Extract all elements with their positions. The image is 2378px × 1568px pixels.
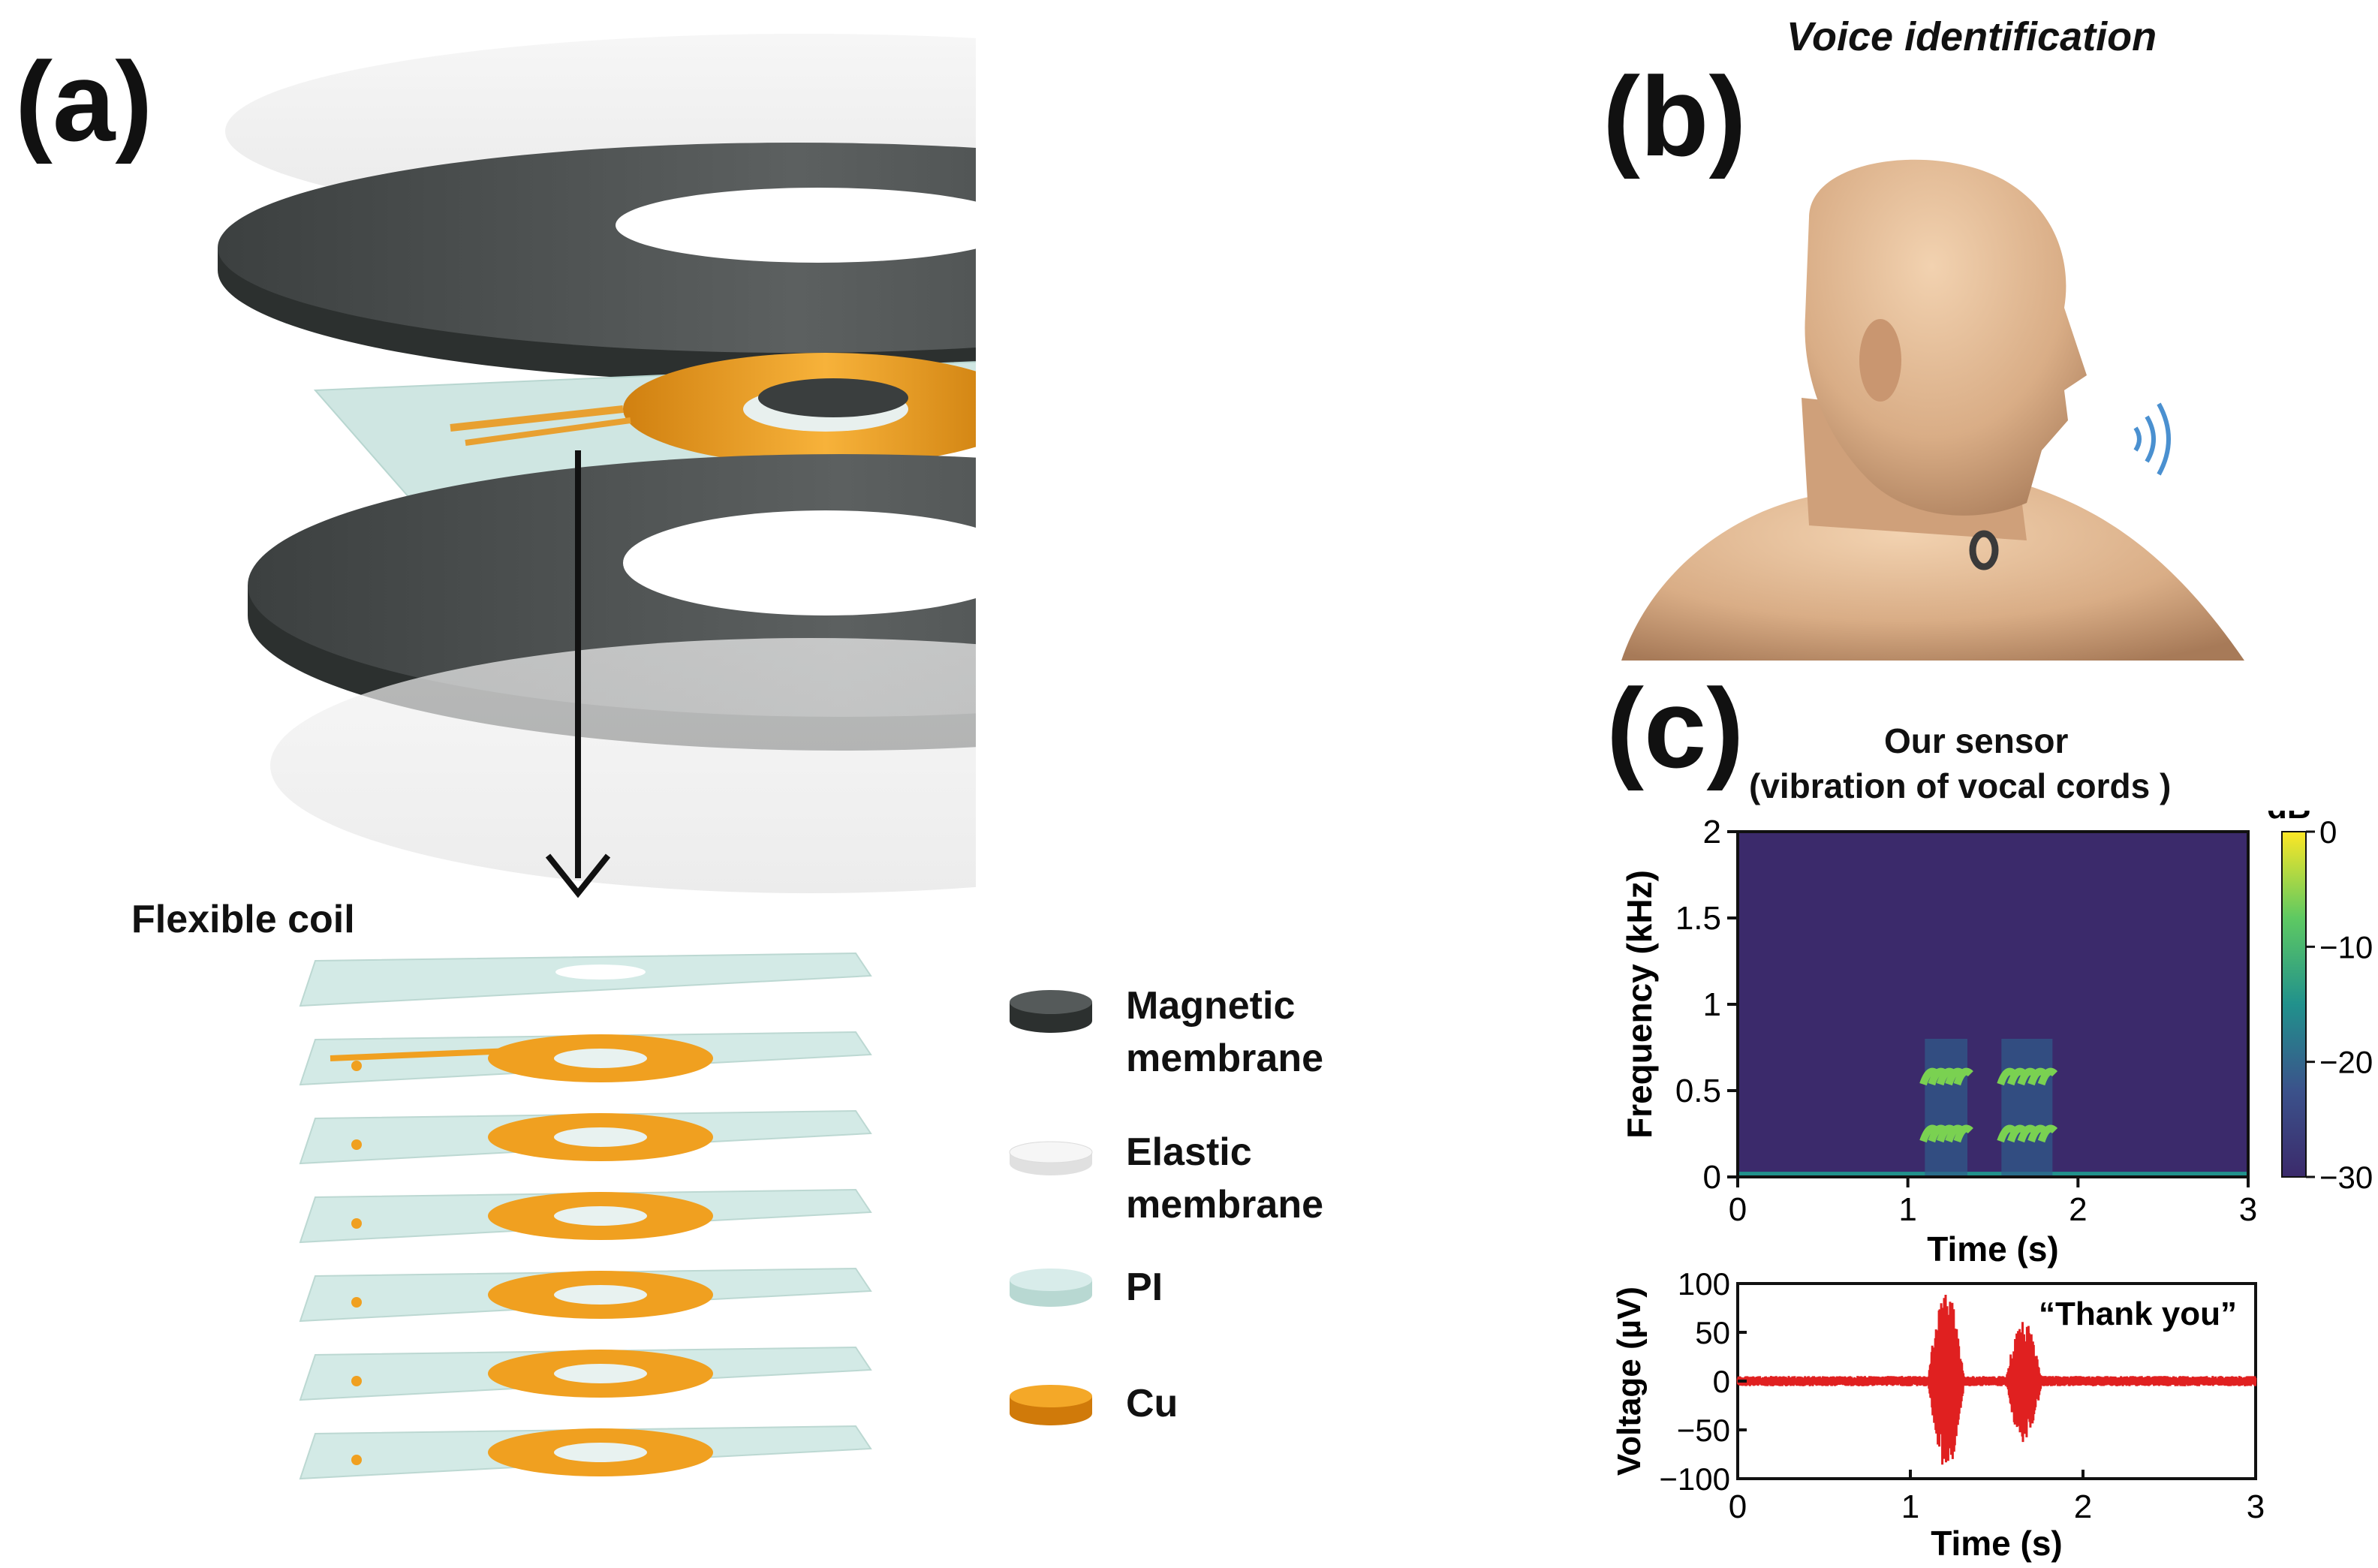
spectrogram-yticks: 0 0.5 1 1.5 2: [1675, 814, 1738, 1196]
head: [1805, 159, 2087, 516]
xtick-label: 1: [1898, 1191, 1916, 1228]
coil-layer: [299, 952, 872, 1007]
ytick-label: 1.5: [1675, 900, 1721, 937]
burst-region: [1925, 1039, 1967, 1177]
head-illustration: [1621, 159, 2244, 661]
waveform-xlabel: Time (s): [1931, 1524, 2063, 1563]
xtick-label: 0: [1729, 1488, 1747, 1525]
ring-hole: [555, 965, 646, 980]
ytick-label: 50: [1695, 1315, 1730, 1350]
zoom-arrow: [545, 450, 611, 898]
ring-hole: [554, 1285, 647, 1305]
panel-a-label: (a): [15, 38, 153, 164]
harmonic-stroke: [1953, 1067, 1973, 1086]
xtick-label: 1: [1901, 1488, 1919, 1525]
flexible-coil-stack: [299, 952, 872, 1480]
legend-cu-label: Cu: [1126, 1382, 1178, 1425]
coil-layer: [299, 1109, 872, 1165]
ytick-label: 100: [1678, 1269, 1730, 1302]
via: [351, 1061, 362, 1071]
xtick-label: 2: [2069, 1191, 2087, 1228]
xtick-label: 2: [2074, 1488, 2092, 1525]
elastic-membrane-bottom: [270, 638, 976, 893]
colorbar-unit: dB: [2267, 811, 2311, 826]
coil-layer: [299, 1425, 872, 1480]
ring-hole: [554, 1364, 647, 1383]
spectrogram-xlabel: Time (s): [1927, 1229, 2059, 1269]
colorbar-tick-label: −30: [2319, 1160, 2373, 1195]
ring-hole: [554, 1127, 647, 1147]
harmonic-stroke: [2037, 1067, 2058, 1086]
coil-layer: [299, 1267, 872, 1323]
colorbar-tick-label: 0: [2319, 814, 2337, 850]
ring-hole: [554, 1206, 647, 1226]
harmonic-stroke: [1953, 1124, 1973, 1143]
ytick-label: 0: [1703, 1159, 1721, 1196]
waveform-xticks: 0 1 2 3: [1729, 1470, 2265, 1525]
ytick-label: 0.5: [1675, 1073, 1721, 1109]
pi-swatch: [1010, 1269, 1092, 1307]
panel-b-title: Voice identification: [1787, 14, 2157, 59]
ytick-label: 0: [1713, 1364, 1730, 1399]
magnetic-membrane-swatch: [1010, 990, 1092, 1033]
flexible-coil-title: Flexible coil: [131, 898, 355, 941]
spectrogram-xticks: 0 1 2 3: [1729, 1177, 2257, 1228]
coil-layer: [299, 1346, 872, 1401]
magnetic-ring-top: [218, 143, 976, 383]
panel-c-title-line1: Our sensor: [1884, 721, 2069, 760]
via: [351, 1297, 362, 1308]
harmonic-stroke: [2037, 1124, 2058, 1143]
pi-sheet-with-coil: [313, 353, 976, 512]
burst-region: [2001, 1039, 2053, 1177]
baseline-energy: [1738, 1172, 2248, 1177]
colorbar-tick-label: −20: [2319, 1045, 2373, 1080]
spectrogram-plot-area: [1738, 832, 2248, 1177]
waveform-ylabel: Voltage (µV): [1611, 1287, 1648, 1476]
colorbar-tick-label: −10: [2319, 929, 2373, 965]
sensor-exploded-view: [218, 34, 976, 898]
coil-layer: [299, 1188, 872, 1244]
via: [351, 1139, 362, 1150]
via: [351, 1455, 362, 1465]
spectrogram-bursts: [1738, 1039, 2248, 1177]
sound-waves-icon: [2133, 402, 2171, 476]
panel-c-label: (c): [1606, 665, 1744, 791]
throat-sensor: [1969, 530, 1999, 570]
ytick-label: −100: [1659, 1461, 1730, 1497]
panel-c-title-line2: (vibration of vocal cords ): [1749, 766, 2172, 805]
legend-magnetic-line1: Magnetic: [1126, 984, 1296, 1028]
via: [351, 1376, 362, 1386]
pi-sheet: [299, 952, 872, 1007]
legend-elastic-line1: Elastic: [1126, 1130, 1252, 1174]
coil-layers: [299, 952, 872, 1480]
ytick-label: 1: [1703, 986, 1721, 1023]
coil-layer: [299, 1031, 872, 1086]
legend: Magnetic membrane Elastic membrane PI Cu: [1006, 968, 1426, 1456]
legend-magnetic-line2: membrane: [1126, 1037, 1323, 1080]
coil-lead: [330, 1048, 511, 1061]
cu-swatch: [1010, 1385, 1092, 1425]
via: [351, 1218, 362, 1229]
legend-pi-label: PI: [1126, 1266, 1163, 1309]
spectrogram-ylabel: Frequency (kHz): [1620, 870, 1659, 1139]
ytick-label: 2: [1703, 814, 1721, 850]
xtick-label: 0: [1729, 1191, 1747, 1228]
waveform-annotation: “Thank you”: [2039, 1296, 2237, 1332]
ring-hole: [554, 1443, 647, 1462]
shoulders: [1621, 480, 2244, 661]
voltage-trace: [1736, 1294, 2257, 1465]
xtick-label: 3: [2247, 1488, 2265, 1525]
colorbar-ticks: 0 −10 −20 −30: [2306, 814, 2373, 1195]
legend-elastic-line2: membrane: [1126, 1183, 1323, 1226]
ring-hole: [554, 1049, 647, 1068]
waveform-chart: 100 50 0 −50 −100 0 1 2 3 “Thank you” Voltage (…: [1611, 1269, 2265, 1563]
xtick-label: 3: [2239, 1191, 2257, 1228]
colorbar: [2281, 831, 2307, 1178]
elastic-membrane-swatch: [1009, 1141, 1093, 1175]
panel-b-label: (b): [1603, 53, 1747, 179]
ytick-label: −50: [1677, 1413, 1730, 1448]
waveform-yticks: 100 50 0 −50 −100: [1659, 1269, 1747, 1497]
ear: [1859, 319, 1901, 402]
